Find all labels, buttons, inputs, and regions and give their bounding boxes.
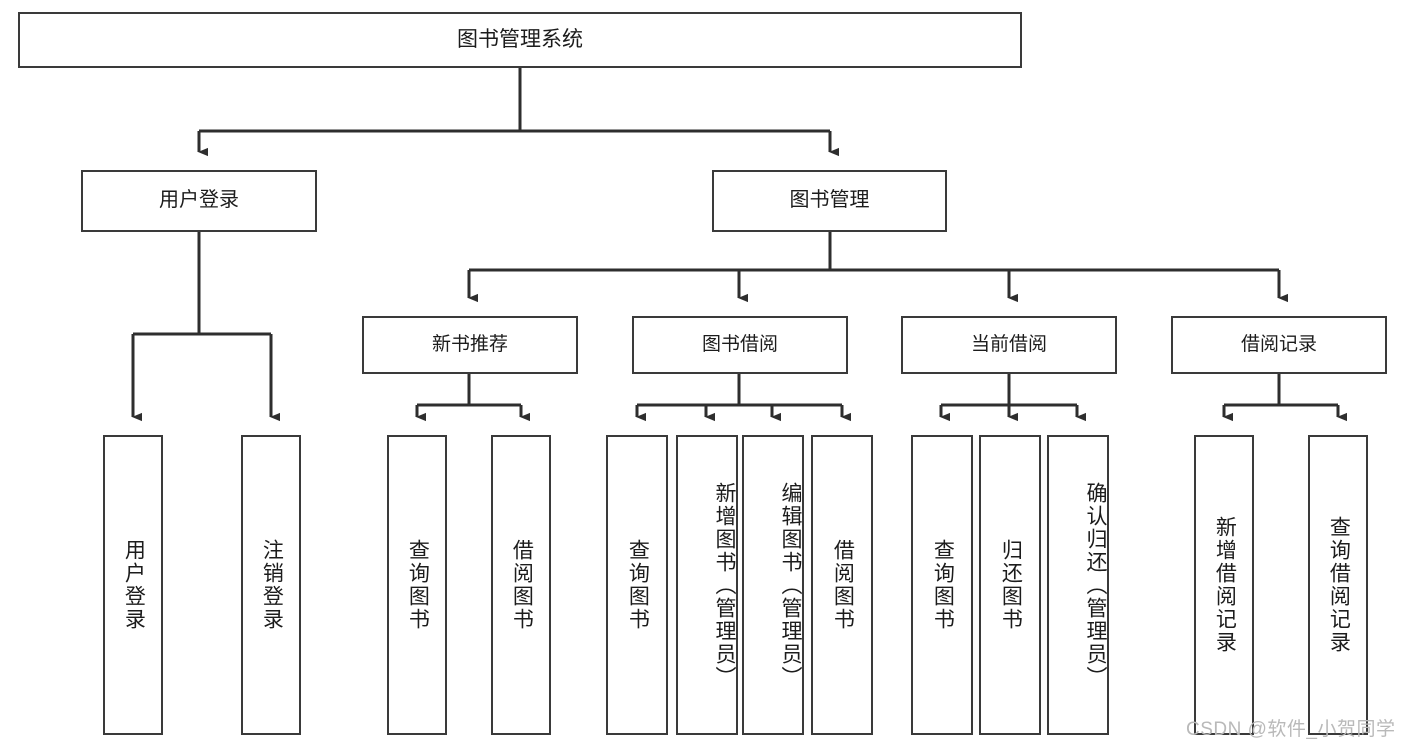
leaf-query-book-borrow[interactable]: 查询图书: [606, 435, 668, 735]
node-label: 借阅图书: [831, 539, 855, 631]
node-label: 图书管理系统: [457, 27, 583, 51]
node-label: 借阅图书: [510, 539, 534, 631]
node-label: 新增借阅记录: [1213, 516, 1237, 654]
leaf-add-borrow-record[interactable]: 新增借阅记录: [1194, 435, 1254, 735]
node-book-management[interactable]: 图书管理: [712, 170, 947, 232]
leaf-confirm-return-admin[interactable]: 确认归还（管理员）: [1047, 435, 1109, 735]
node-label: 确认归还（管理员）: [1084, 481, 1107, 689]
leaf-query-book-recommend[interactable]: 查询图书: [387, 435, 447, 735]
node-label: 查询借阅记录: [1327, 516, 1351, 654]
node-label: 用户登录: [122, 539, 146, 631]
node-current-borrow[interactable]: 当前借阅: [901, 316, 1117, 374]
node-label: 借阅记录: [1240, 333, 1317, 355]
node-user-login[interactable]: 用户登录: [81, 170, 317, 232]
node-label: 查询图书: [626, 539, 650, 631]
node-label: 用户登录: [159, 189, 239, 212]
leaf-edit-book-admin[interactable]: 编辑图书（管理员）: [742, 435, 804, 735]
leaf-query-book-current[interactable]: 查询图书: [911, 435, 973, 735]
leaf-query-borrow-record[interactable]: 查询借阅记录: [1308, 435, 1368, 735]
leaf-borrow-book-recommend[interactable]: 借阅图书: [491, 435, 551, 735]
node-borrow-records[interactable]: 借阅记录: [1171, 316, 1387, 374]
leaf-add-book-admin[interactable]: 新增图书（管理员）: [676, 435, 738, 735]
leaf-logout[interactable]: 注销登录: [241, 435, 301, 735]
node-label: 查询图书: [931, 539, 955, 631]
node-label: 查询图书: [406, 539, 430, 631]
node-label: 编辑图书（管理员）: [779, 481, 802, 689]
csdn-watermark: CSDN @软件_小贺同学: [1186, 719, 1396, 740]
node-label: 注销登录: [260, 539, 284, 631]
node-library-management-system[interactable]: 图书管理系统: [18, 12, 1022, 68]
node-label: 归还图书: [999, 539, 1023, 631]
node-book-borrow[interactable]: 图书借阅: [632, 316, 848, 374]
node-label: 图书管理: [789, 189, 870, 212]
node-new-book-recommend[interactable]: 新书推荐: [362, 316, 578, 374]
node-label: 当前借阅: [970, 333, 1047, 355]
leaf-return-book[interactable]: 归还图书: [979, 435, 1041, 735]
node-label: 新增图书（管理员）: [713, 481, 736, 689]
leaf-user-login[interactable]: 用户登录: [103, 435, 163, 735]
node-label: 新书推荐: [431, 333, 508, 355]
leaf-borrow-book-borrow[interactable]: 借阅图书: [811, 435, 873, 735]
node-label: 图书借阅: [701, 333, 778, 355]
